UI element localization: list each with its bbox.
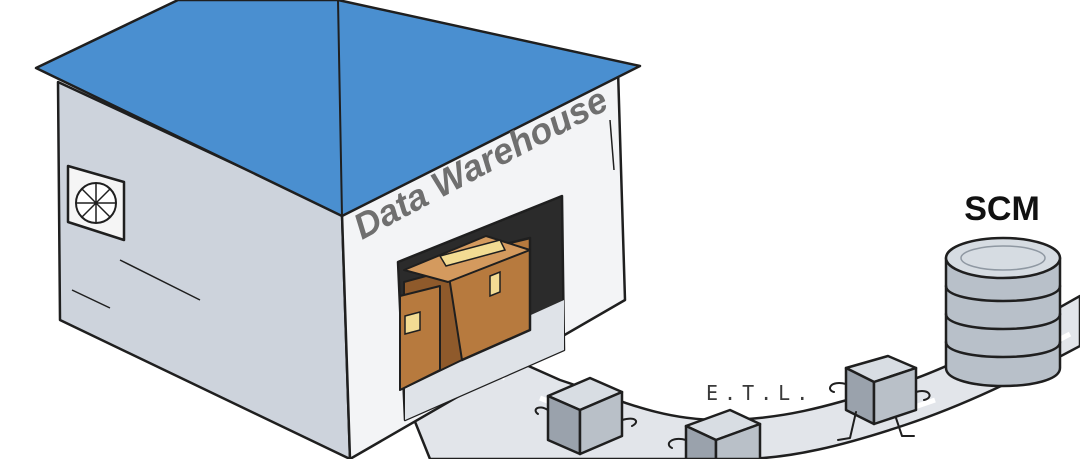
etl-label: E.T.L. bbox=[706, 381, 814, 405]
data-cube bbox=[667, 408, 762, 459]
warehouse-roof bbox=[34, 0, 642, 218]
data-cube bbox=[829, 354, 931, 441]
data-cube bbox=[534, 376, 638, 456]
stored-boxes bbox=[399, 235, 532, 391]
source-label: SCM bbox=[964, 190, 1040, 228]
warehouse: Data Warehouse bbox=[34, 0, 642, 459]
database-icon bbox=[944, 236, 1062, 388]
vent-fan-icon bbox=[66, 164, 126, 242]
